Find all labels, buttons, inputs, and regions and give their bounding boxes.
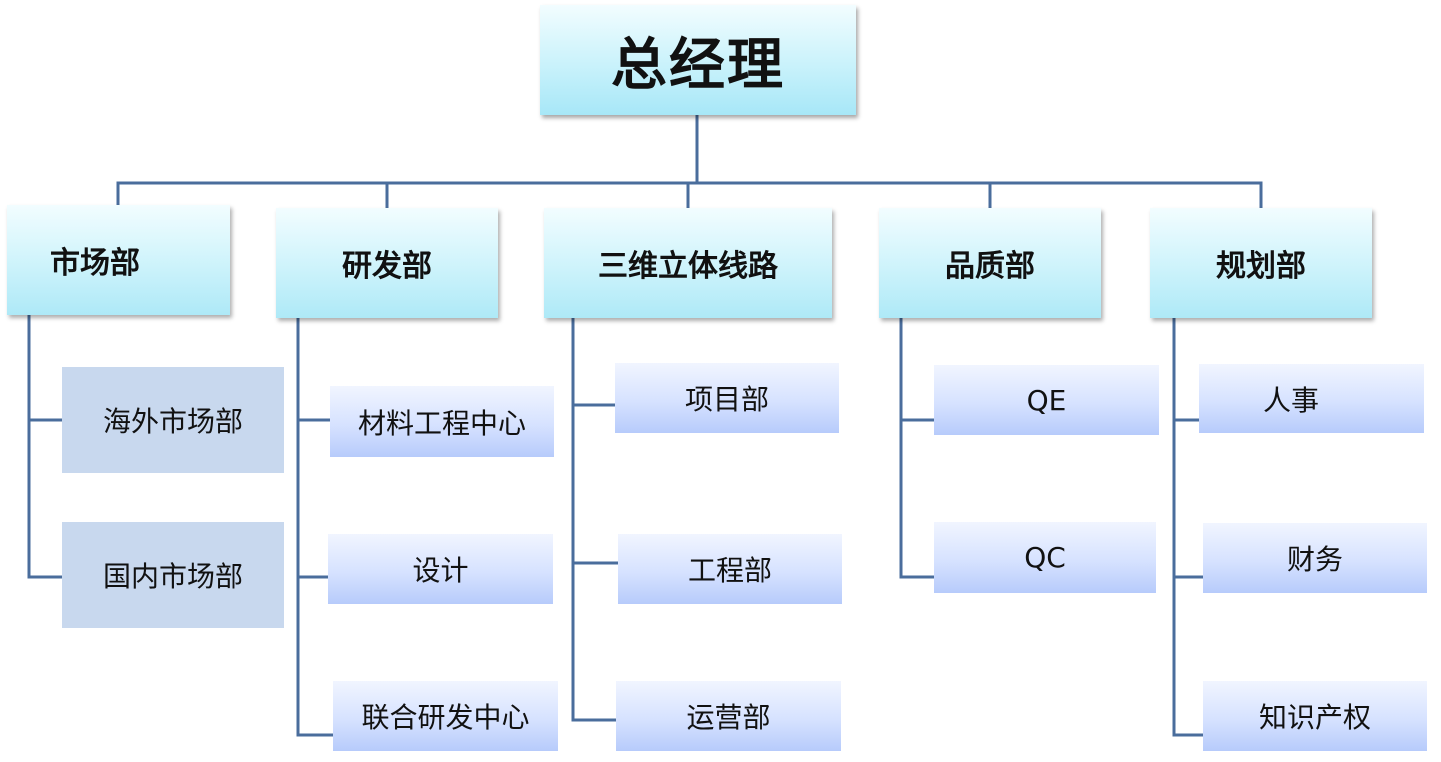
node-dept-market[interactable]: 市场部	[7, 205, 230, 315]
node-label: QE	[1026, 383, 1067, 417]
node-project-dept[interactable]: 项目部	[615, 363, 839, 433]
node-label: 财务	[1286, 543, 1343, 576]
node-design[interactable]: 设计	[328, 534, 553, 604]
node-general-manager[interactable]: 总经理	[540, 5, 856, 115]
node-label: 规划部	[1216, 249, 1306, 284]
node-qc[interactable]: QC	[934, 522, 1156, 593]
node-finance[interactable]: 财务	[1203, 523, 1427, 593]
node-ip[interactable]: 知识产权	[1203, 681, 1427, 751]
node-label: 材料工程中心	[357, 406, 526, 440]
node-domestic-market[interactable]: 国内市场部	[62, 522, 284, 628]
node-overseas-market[interactable]: 海外市场部	[62, 367, 284, 473]
node-label: 品质部	[945, 249, 1035, 284]
node-label: 联合研发中心	[361, 701, 530, 734]
node-label: 总经理	[611, 32, 785, 98]
node-label: 海外市场部	[102, 405, 243, 438]
node-qe[interactable]: QE	[934, 365, 1159, 435]
node-joint-rnd-center[interactable]: 联合研发中心	[333, 681, 558, 751]
node-label: 市场部	[50, 246, 140, 281]
node-operations-dept[interactable]: 运营部	[616, 681, 841, 751]
node-label: 运营部	[686, 701, 771, 734]
node-dept-planning[interactable]: 规划部	[1150, 208, 1372, 318]
node-label: 知识产权	[1258, 701, 1371, 734]
node-dept-rnd[interactable]: 研发部	[276, 208, 498, 318]
node-dept-3d-circuit[interactable]: 三维立体线路	[544, 208, 832, 318]
node-label: 国内市场部	[102, 560, 243, 593]
node-label: QC	[1024, 541, 1066, 574]
node-label: 设计	[412, 554, 469, 587]
node-label: 项目部	[684, 383, 769, 416]
node-materials-center[interactable]: 材料工程中心	[330, 386, 554, 457]
node-hr[interactable]: 人事	[1199, 364, 1424, 433]
node-label: 三维立体线路	[598, 249, 778, 284]
node-dept-quality[interactable]: 品质部	[879, 208, 1101, 318]
node-label: 研发部	[342, 249, 432, 284]
node-engineering-dept[interactable]: 工程部	[618, 534, 842, 604]
node-label: 工程部	[687, 554, 772, 587]
node-label: 人事	[1263, 383, 1320, 417]
